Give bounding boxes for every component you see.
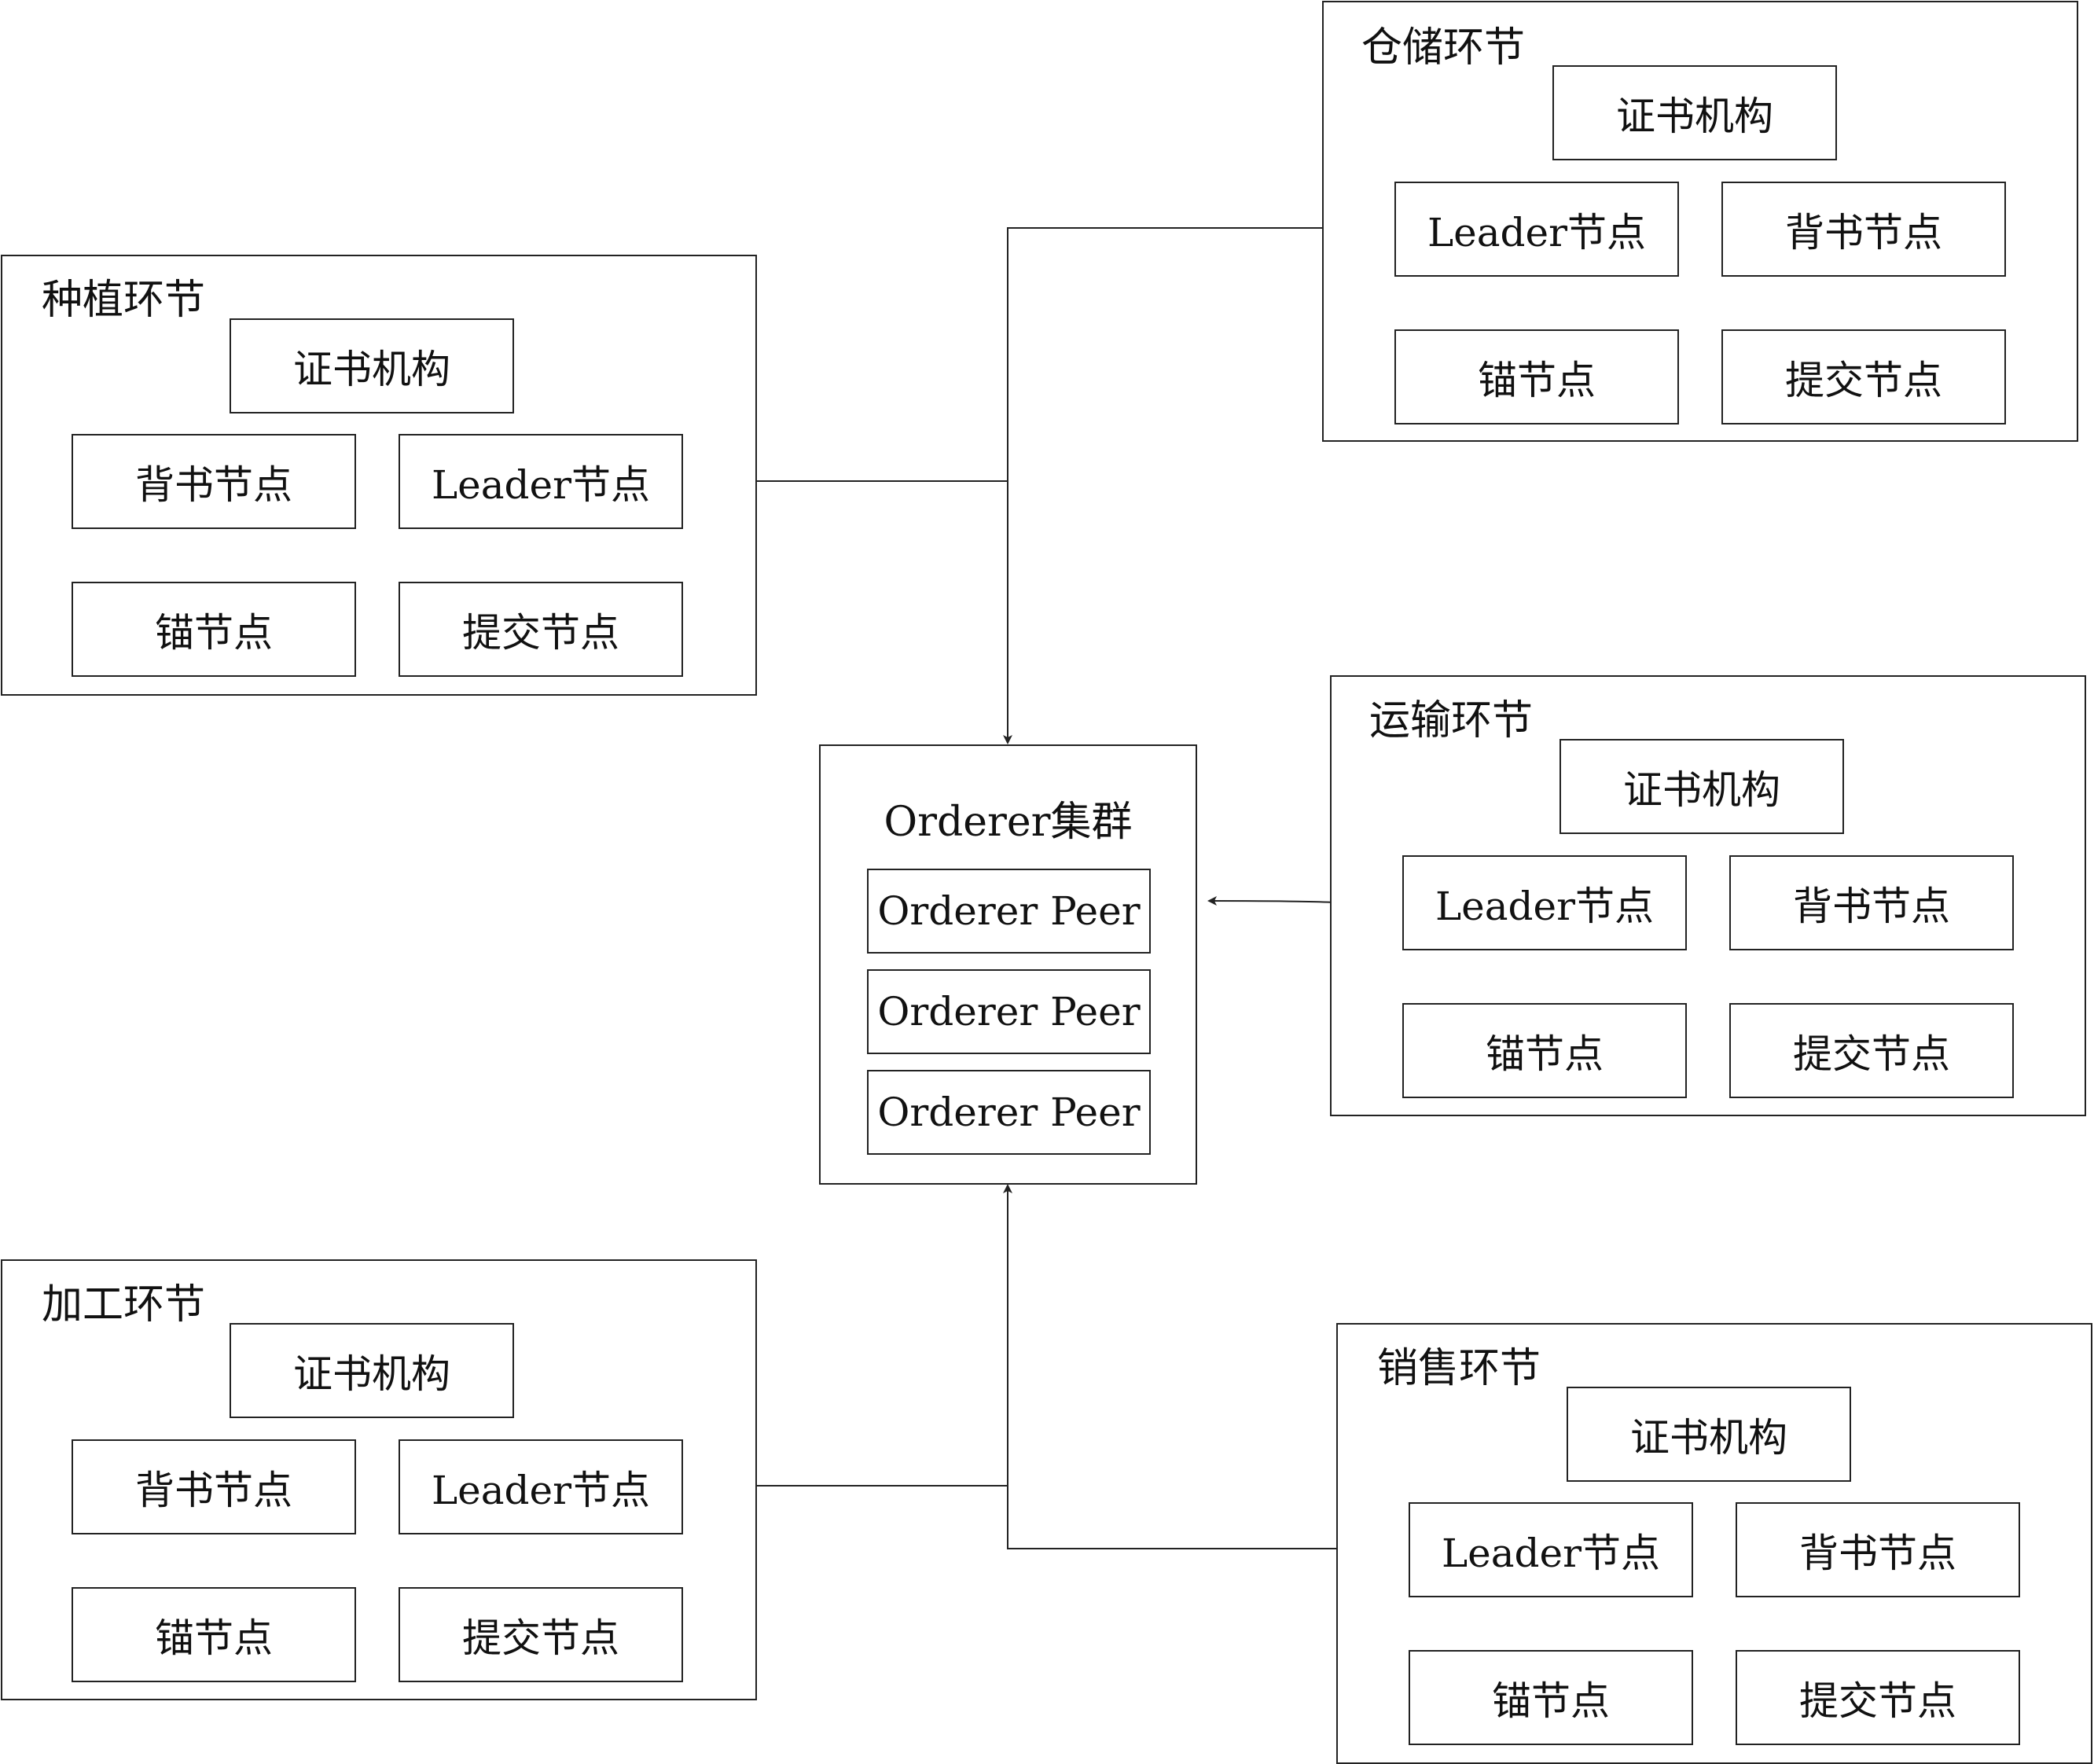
processing-stage-title: 加工环节 [42,1281,206,1329]
leader-node: Leader节点 [399,1439,683,1534]
anchor-node: 锚节点 [1409,1650,1693,1745]
leader-node: Leader节点 [1394,182,1679,277]
planting-stage-group: 种植环节 证书机构 背书节点 Leader节点 锚节点 提交节点 [1,255,757,696]
storage-stage-title: 仓储环节 [1361,24,1526,72]
sales-stage-title: 销售环节 [1377,1345,1541,1392]
committer-node: 提交节点 [1729,1003,2014,1098]
orderer-peer: Orderer Peer [867,969,1151,1054]
anchor-node: 锚节点 [72,1587,356,1682]
anchor-node: 锚节点 [1394,329,1679,424]
anchor-node: 锚节点 [1402,1003,1687,1098]
committer-node: 提交节点 [1736,1650,2020,1745]
committer-node: 提交节点 [1721,329,2006,424]
sales-stage-group: 销售环节 证书机构 Leader节点 背书节点 锚节点 提交节点 [1336,1323,2092,1764]
processing-stage-group: 加工环节 证书机构 背书节点 Leader节点 锚节点 提交节点 [1,1259,757,1700]
certificate-authority-node: 证书机构 [1559,739,1844,834]
certificate-authority-node: 证书机构 [1552,65,1837,160]
committer-node: 提交节点 [399,582,683,677]
anchor-node: 锚节点 [72,582,356,677]
storage-stage-group: 仓储环节 证书机构 Leader节点 背书节点 锚节点 提交节点 [1322,1,2078,442]
certificate-authority-node: 证书机构 [1567,1387,1851,1482]
endorser-node: 背书节点 [1721,182,2006,277]
endorser-node: 背书节点 [72,1439,356,1534]
leader-node: Leader节点 [399,434,683,529]
planting-stage-title: 种植环节 [42,277,206,324]
transport-stage-title: 运输环节 [1369,697,1534,744]
orderer-peer: Orderer Peer [867,1070,1151,1155]
orderer-peer: Orderer Peer [867,869,1151,954]
orderer-cluster: Orderer集群 Orderer Peer Orderer Peer Orde… [819,744,1197,1185]
orderer-cluster-title: Orderer集群 [884,799,1133,846]
endorser-node: 背书节点 [1736,1502,2020,1597]
transport-stage-group: 运输环节 证书机构 Leader节点 背书节点 锚节点 提交节点 [1330,675,2086,1116]
committer-node: 提交节点 [399,1587,683,1682]
certificate-authority-node: 证书机构 [230,318,514,413]
leader-node: Leader节点 [1409,1502,1693,1597]
certificate-authority-node: 证书机构 [230,1323,514,1418]
leader-node: Leader节点 [1402,855,1687,950]
endorser-node: 背书节点 [72,434,356,529]
endorser-node: 背书节点 [1729,855,2014,950]
